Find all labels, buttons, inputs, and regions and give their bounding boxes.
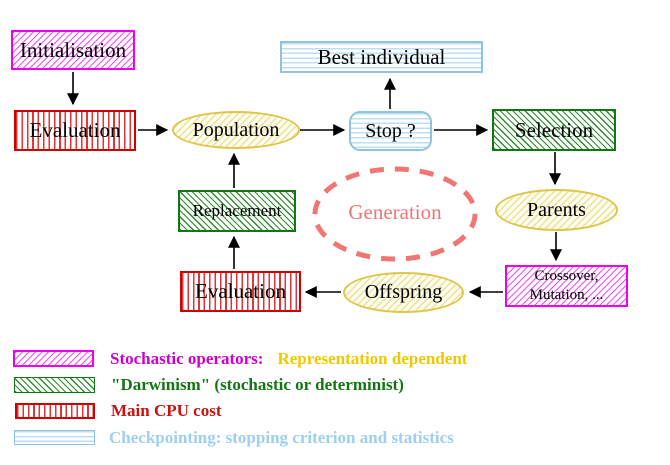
legend-stochastic-note: Representation dependent	[277, 349, 468, 368]
legend-cpu-label: Main CPU cost	[111, 401, 222, 420]
legend-swatch-darwinism	[14, 377, 95, 393]
legend-checkpointing-label: Checkpointing: stopping criterion and st…	[109, 428, 454, 447]
legend-swatch-checkpointing	[14, 430, 95, 445]
legend-swatch-cpu	[15, 403, 95, 419]
legend-row-stochastic: Stochastic operators: Representation depe…	[110, 349, 467, 369]
generation-dashed-ellipse	[312, 166, 478, 262]
node-offspring: Offspring	[343, 272, 464, 313]
node-initialisation: Initialisation	[11, 30, 135, 70]
node-selection: Selection	[492, 109, 616, 151]
node-evaluation-top: Evaluation	[14, 110, 136, 151]
generation-label: Generation	[348, 200, 442, 224]
legend-stochastic-label: Stochastic operators:	[110, 349, 264, 368]
legend-darwinism-label: "Darwinism" (stochastic or determinist)	[111, 375, 404, 394]
node-population: Population	[172, 111, 300, 149]
node-replacement: Replacement	[178, 190, 296, 232]
crossover-line2: Mutation, ...	[529, 287, 604, 303]
node-evaluation-bottom: Evaluation	[180, 271, 301, 312]
legend-swatch-stochastic	[13, 350, 94, 367]
node-crossover-mutation: Crossover, Mutation, ...	[505, 265, 628, 307]
node-best-individual: Best individual	[280, 41, 483, 73]
node-parents: Parents	[495, 189, 618, 231]
node-stop: Stop ?	[349, 111, 432, 151]
crossover-line1: Crossover,	[534, 268, 599, 285]
